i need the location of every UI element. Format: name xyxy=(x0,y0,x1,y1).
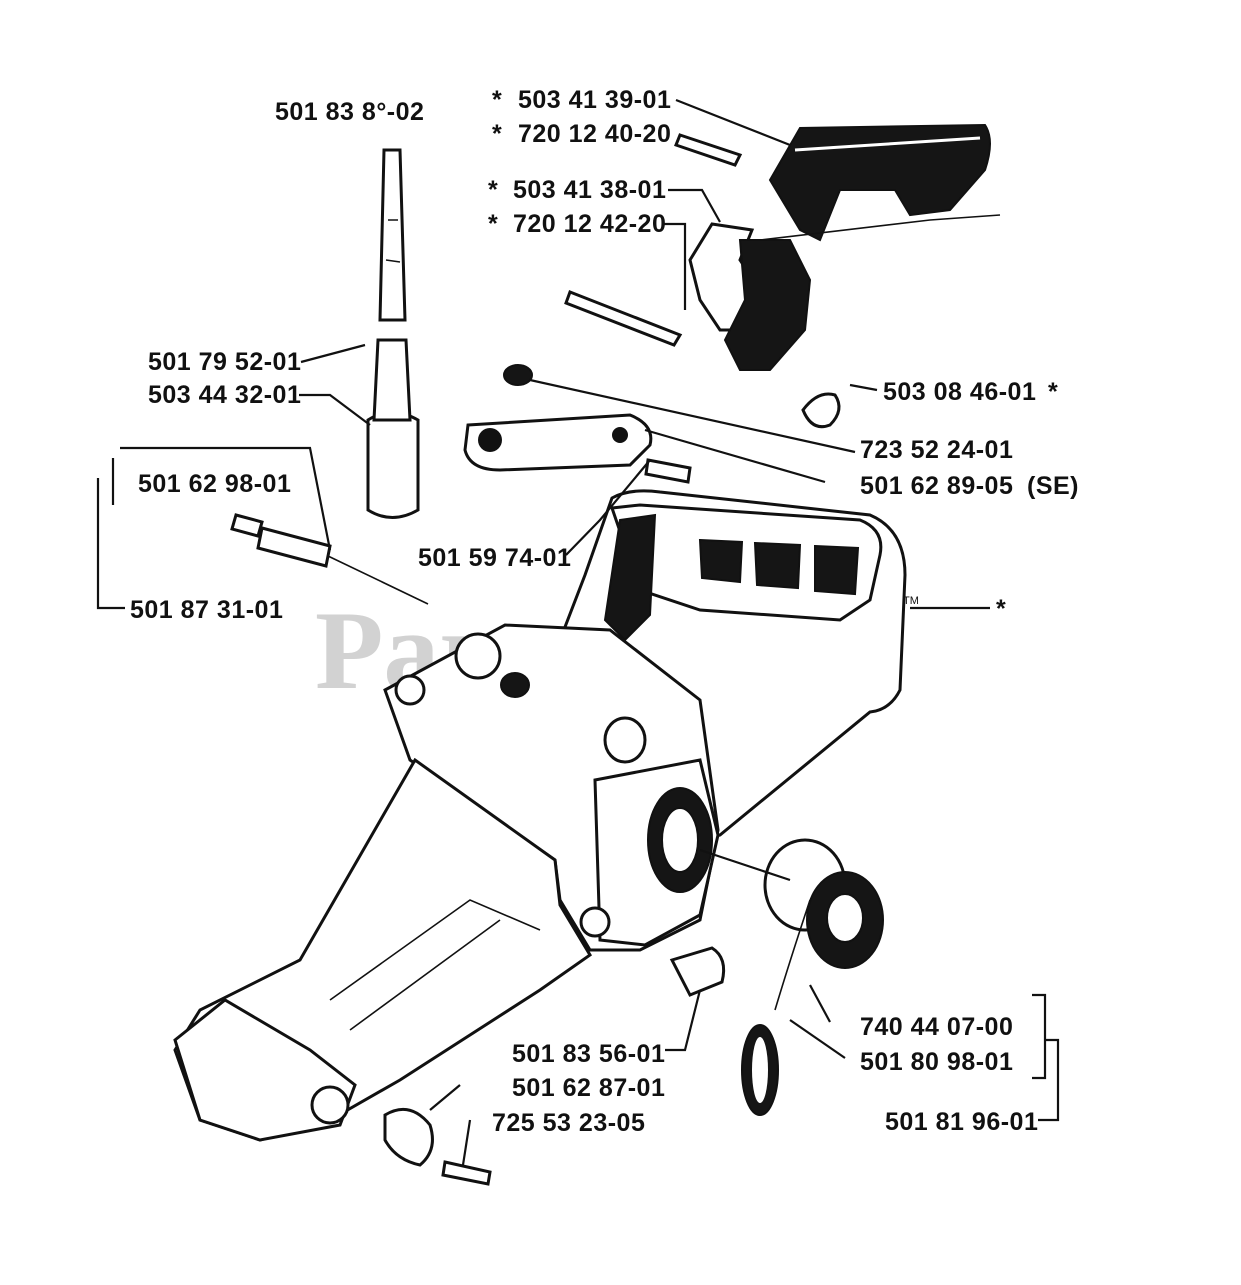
throttle-trigger xyxy=(688,123,1001,429)
label-501-62-87-01: 501 62 87-01 xyxy=(512,1074,665,1102)
label-501-83-8x-02: 501 83 8°-02 xyxy=(275,98,424,126)
label-501-62-98-01: 501 62 98-01 xyxy=(138,470,291,498)
label-asterisk-720-12-42-20: * xyxy=(488,210,498,238)
bolt-725-53-23-05 xyxy=(441,1160,492,1186)
part-labels: 501 83 8°-02 * 503 41 39-01 * 720 12 40-… xyxy=(130,86,1079,1137)
watermark-tm: TM xyxy=(903,595,919,607)
label-501-87-31-01: 501 87 31-01 xyxy=(130,596,283,624)
oil-cap xyxy=(741,838,884,1116)
label-503-41-38-01: 503 41 38-01 xyxy=(513,176,666,204)
label-501-83-56-01: 501 83 56-01 xyxy=(512,1040,665,1068)
label-se-suffix: (SE) xyxy=(1027,472,1079,500)
label-503-41-39-01: 503 41 39-01 xyxy=(518,86,671,114)
label-720-12-40-20: 720 12 40-20 xyxy=(518,120,671,148)
label-asterisk-720-12-40-20: * xyxy=(492,120,502,148)
oil-pipe xyxy=(230,513,429,605)
label-501-59-74-01: 501 59 74-01 xyxy=(418,544,571,572)
label-501-79-52-01: 501 79 52-01 xyxy=(148,348,301,376)
nut-501-62-87-01 xyxy=(383,1107,434,1167)
pin-720-12-40-20 xyxy=(674,133,743,167)
label-asterisk-503-41-38-01: * xyxy=(488,176,498,204)
label-asterisk-503-08-46-01: * xyxy=(1048,378,1058,406)
label-501-80-98-01: 501 80 98-01 xyxy=(860,1048,1013,1076)
pin-720-12-42-20 xyxy=(564,290,683,347)
label-503-44-32-01: 503 44 32-01 xyxy=(148,381,301,409)
label-501-81-96-01: 501 81 96-01 xyxy=(885,1108,1038,1136)
label-725-53-23-05: 725 53 23-05 xyxy=(492,1109,645,1137)
label-asterisk-503-41-39-01: * xyxy=(492,86,502,114)
label-503-08-46-01: 503 08 46-01 xyxy=(883,378,1036,406)
main-housing xyxy=(173,489,907,1142)
label-720-12-42-20: 720 12 42-20 xyxy=(513,210,666,238)
oil-pump-shaft xyxy=(366,148,420,519)
label-740-44-07-00: 740 44 07-00 xyxy=(860,1013,1013,1041)
bushing-501-83-56-01 xyxy=(669,946,726,997)
leader-lines xyxy=(96,98,1060,1166)
label-501-62-89-05: 501 62 89-05 xyxy=(860,472,1013,500)
label-723-52-24-01: 723 52 24-01 xyxy=(860,436,1013,464)
lock-lever xyxy=(463,364,692,484)
label-asterisk-housing: * xyxy=(996,595,1006,623)
